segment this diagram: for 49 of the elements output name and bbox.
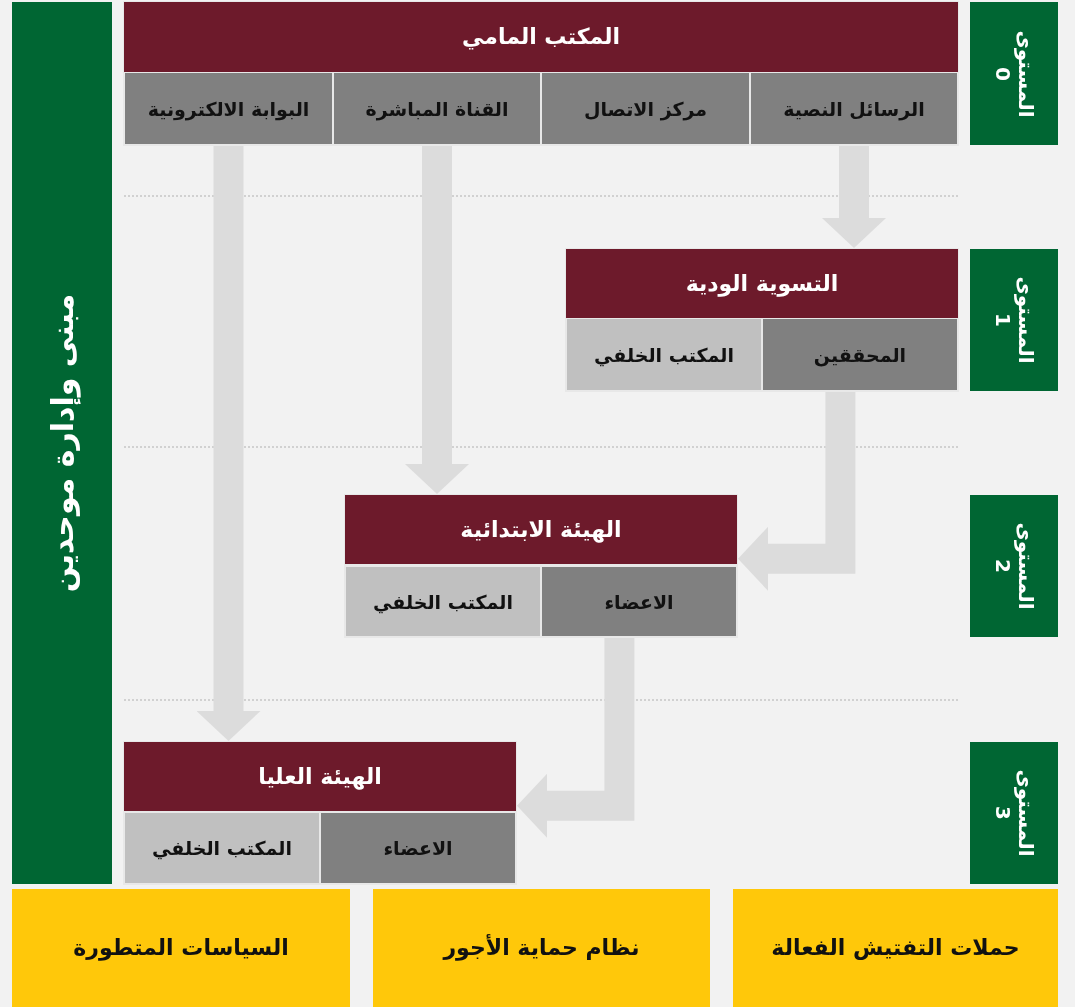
flow-arrow [822, 145, 886, 248]
section-label: الاعضاء [382, 835, 454, 861]
section-cell [762, 318, 958, 391]
section-label: القناة المباشرة [364, 96, 510, 121]
section-label: البوابة الالكترونية [146, 96, 311, 121]
section-label: الاعضاء [603, 589, 675, 614]
level-box [970, 249, 1058, 391]
section-label: الرسائل النصية [782, 96, 926, 121]
section-cell [566, 318, 762, 391]
section-label: المحققين [812, 342, 908, 367]
section-cell [333, 72, 541, 145]
level-box [970, 2, 1058, 145]
level-box [970, 742, 1058, 884]
department-box [344, 494, 738, 638]
section-cell [320, 812, 516, 884]
side-banner [12, 2, 112, 884]
flow-arrow [196, 145, 261, 741]
pillar-box [373, 889, 710, 1007]
flow-arrow [738, 391, 856, 591]
pillar-title: السياسات المتطورة [73, 933, 289, 963]
department-title: المكتب المامي [462, 22, 620, 52]
section-label: المكتب الخلفي [151, 835, 293, 861]
section-label: المكتب الخلفي [593, 342, 735, 367]
department-box [565, 248, 959, 392]
pillar-title: حملات التفتيش الفعالة [771, 933, 1020, 962]
department-box [123, 741, 517, 885]
level-label: المستوى 0 [991, 28, 1037, 119]
flow-arrow [405, 145, 469, 494]
level-label: المستوى 3 [991, 768, 1037, 858]
level-label: المستوى 1 [991, 275, 1037, 365]
banner-title: مبنى وإدارة موحدين [43, 293, 82, 593]
section-cell [345, 566, 541, 637]
section-cell [750, 72, 958, 145]
level-box [970, 495, 1058, 637]
flow-arrow [517, 637, 635, 838]
section-cell [541, 566, 737, 637]
section-label: المكتب الخلفي [372, 589, 514, 614]
section-cell [124, 72, 333, 145]
department-title: الهيئة العليا [258, 762, 382, 792]
department-title: التسوية الودية [685, 269, 839, 299]
section-cell [124, 812, 320, 884]
level-label: المستوى 2 [991, 521, 1037, 611]
pillar-box [12, 889, 350, 1007]
pillar-box [733, 889, 1058, 1007]
department-title: الهيئة الابتدائية [460, 515, 622, 545]
department-box [123, 1, 959, 146]
pillar-title: نظام حماية الأجور [443, 933, 640, 963]
section-label: مركز الاتصال [582, 96, 709, 121]
section-cell [541, 72, 750, 145]
